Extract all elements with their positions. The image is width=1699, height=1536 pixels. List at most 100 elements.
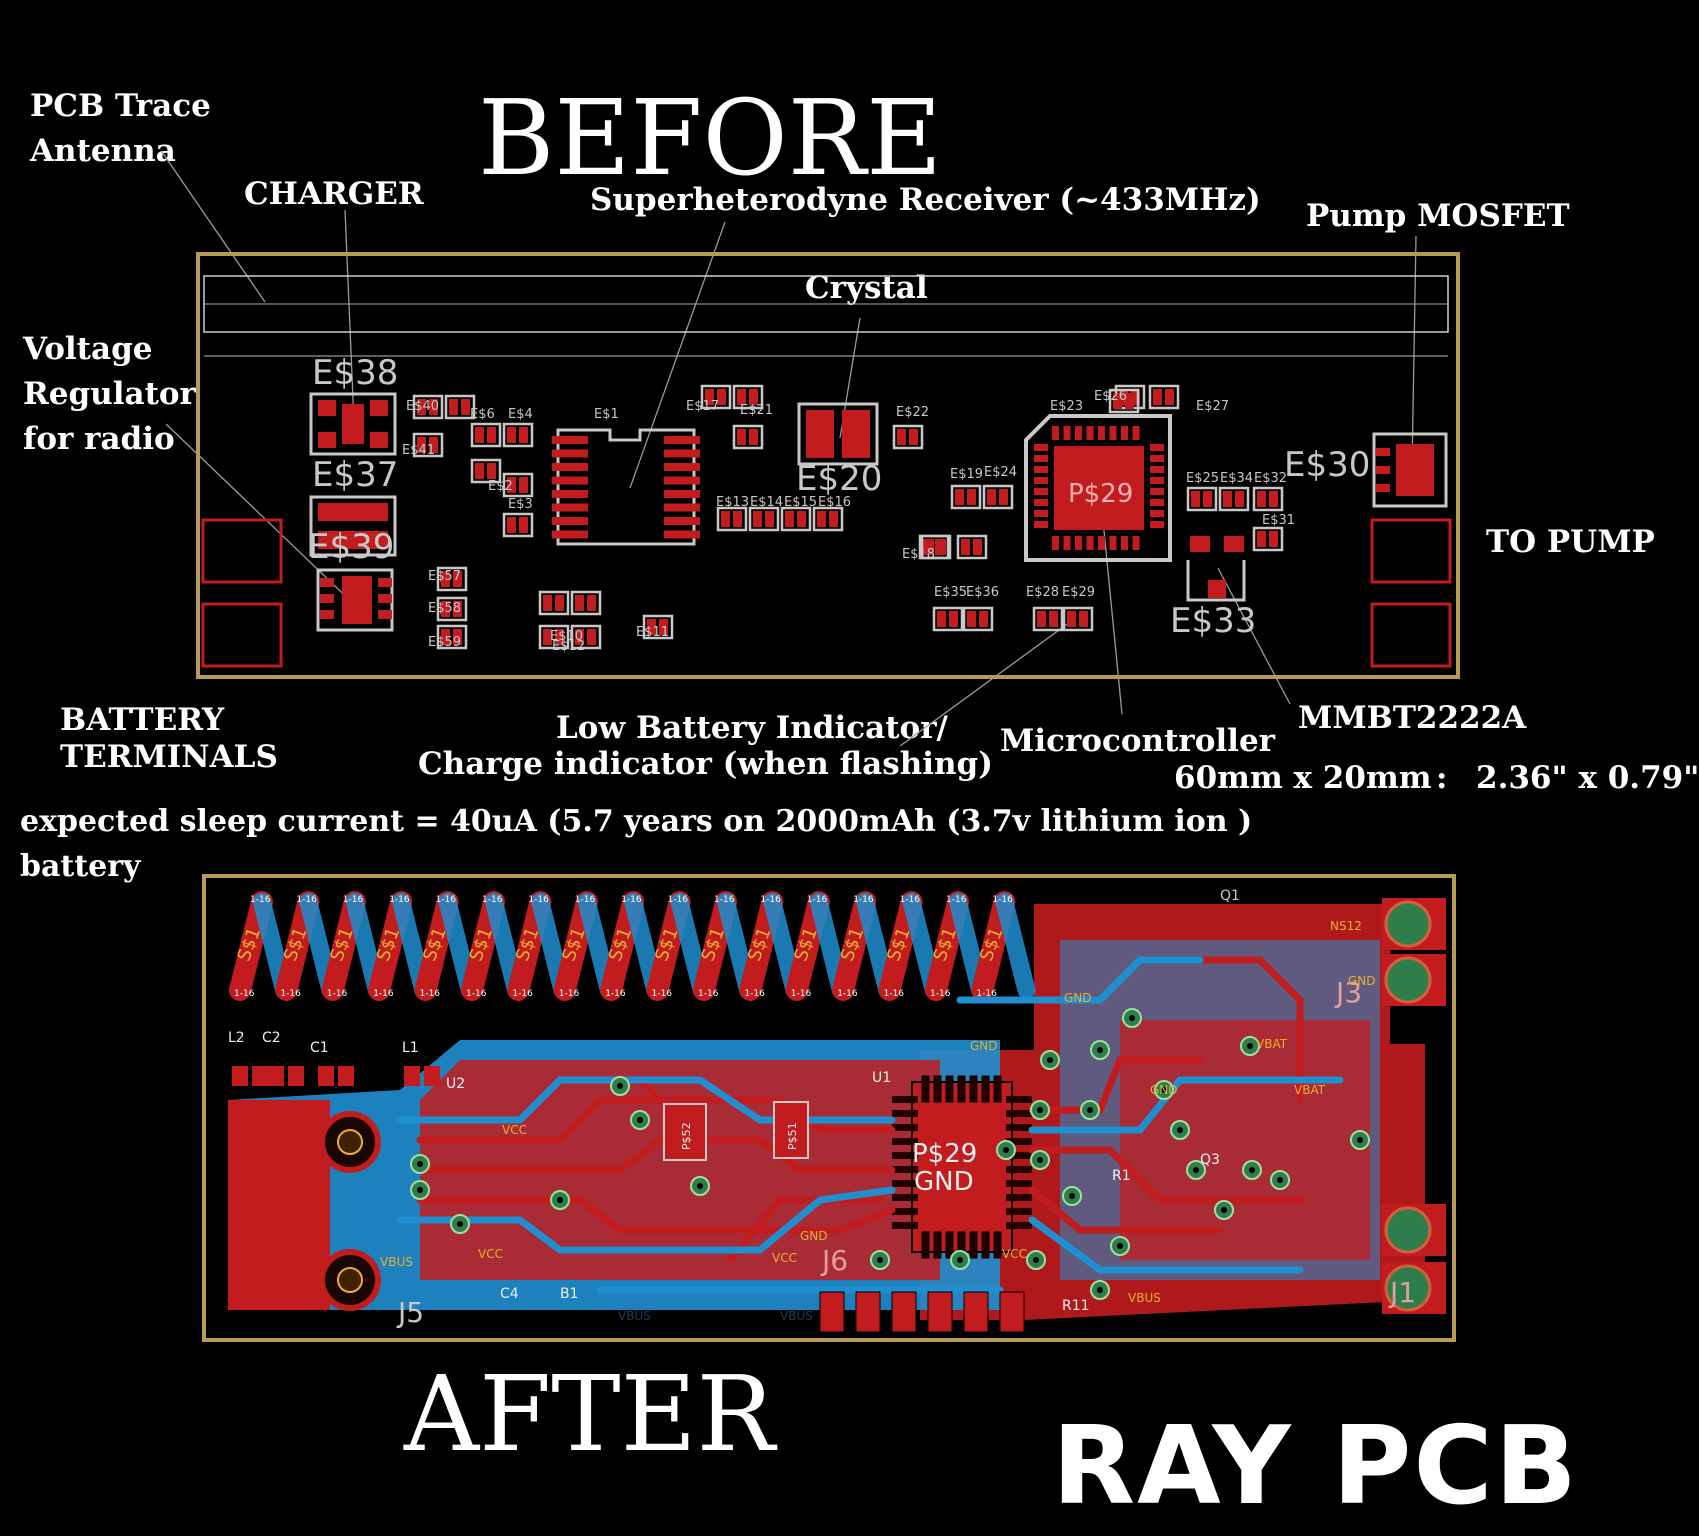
coil-turn-12: S$11-161-16 (785, 891, 850, 1001)
coil-pad-bottom-0: 1-16 (234, 989, 255, 999)
passive-25 (1252, 526, 1284, 552)
label-es13: E$13 (716, 495, 749, 510)
microcontroller-ic (1024, 414, 1172, 562)
label-es30: E$30 (1284, 445, 1370, 485)
after-mcu (892, 1075, 1032, 1259)
coil-turn-13: S$1 1-16 1-16 (832, 891, 897, 1001)
leader-charger (344, 209, 355, 424)
label-es36: E$36 (966, 585, 999, 600)
label-es21: E$21 (740, 403, 773, 418)
leader-antenna (161, 151, 266, 303)
coil-turn-5: S$11-161-16 (461, 891, 525, 1001)
sleep-current-line1: expected sleep current = 40uA (5.7 years… (20, 804, 1253, 839)
via-20 (550, 1190, 570, 1210)
coil-pad-bottom-12: 1-16 (791, 989, 812, 999)
label-es22: E$22 (896, 405, 929, 420)
regulator-ic (316, 568, 394, 632)
regulator-label-line1: Voltage (23, 331, 153, 367)
passive-2 (412, 432, 444, 458)
after-label-gnd-4: GND (800, 1229, 828, 1243)
via-7 (1240, 1036, 1260, 1056)
passive-11 (716, 506, 748, 532)
passive-29 (1062, 606, 1094, 632)
label-es1: E$1 (594, 407, 619, 422)
coil-label-13: S$1 (837, 925, 868, 964)
coil-pad-top-3: 1-16 (389, 895, 410, 905)
header-pin-0 (819, 1291, 845, 1333)
via-5 (1062, 1186, 1082, 1206)
after-label-vcc-1: VCC (502, 1123, 527, 1137)
coil-turn-1: S$11-161-16 (275, 891, 340, 1001)
coil-turn-3: S$11-161-16 (368, 891, 433, 1001)
coil-label-14: S$1 (883, 925, 914, 964)
passive-17 (1148, 384, 1180, 410)
trace-top-8 (1176, 956, 1304, 1104)
trace-top-5 (1028, 1186, 1224, 1234)
passive-32 (538, 624, 570, 650)
label-es23: E$23 (1050, 399, 1083, 414)
regulator-label-line2: Regulator (23, 376, 196, 412)
label-es28: E$28 (1026, 585, 1059, 600)
crystal-component (797, 402, 879, 466)
trace-top-1 (416, 1136, 896, 1174)
dimensions-metric: 60mm x 20mm (1174, 760, 1432, 796)
passive-19 (950, 484, 982, 510)
via-17 (1026, 1250, 1046, 1270)
coil-turn-0: S$11-161-16 (229, 891, 293, 1001)
charger-label: CHARGER (244, 176, 424, 212)
coil-label-0: S$1 (234, 925, 265, 964)
receiver-ic (552, 428, 700, 546)
coil-pad-bottom-13: 1-16 (837, 989, 858, 999)
passive-10 (732, 424, 764, 450)
via-22 (410, 1180, 430, 1200)
passive-3 (470, 422, 502, 448)
label-es10: E$10 (550, 629, 583, 644)
coil-pad-bottom-15: 1-16 (930, 989, 951, 999)
label-es19: E$19 (950, 467, 983, 482)
passive-23 (1218, 486, 1250, 512)
battery-terminals-line2: TERMINALS (60, 739, 278, 775)
passive-20 (982, 484, 1014, 510)
pump-pad-1 (1370, 518, 1452, 584)
after-label-r1: R1 (1112, 1168, 1131, 1184)
passive-30 (538, 590, 570, 616)
passive-27 (962, 606, 994, 632)
coil-label-4: S$1 (419, 925, 450, 964)
label-es6: E$6 (470, 407, 495, 422)
pump-mosfet-ic (1372, 432, 1448, 508)
after-label-u2: U2 (446, 1076, 465, 1092)
via-16 (950, 1250, 970, 1270)
coil-pad-top-11: 1-16 (760, 895, 781, 905)
before-title: BEFORE (478, 77, 942, 199)
via-3 (1040, 1050, 1060, 1070)
after-label-gnd-5: GND (1348, 974, 1376, 988)
coil-pad-top-8: 1-16 (621, 895, 642, 905)
label-es29: E$29 (1062, 585, 1095, 600)
coil-pad-top-13: 1-16 (853, 895, 874, 905)
passive-37 (436, 624, 468, 650)
trace-bottom-3 (1028, 1216, 1304, 1274)
passive-13 (780, 506, 812, 532)
dimensions-separator: : (1436, 760, 1448, 796)
coil-turn-4: S$11-161-16 (414, 891, 479, 1001)
label-es25: E$25 (1186, 471, 1219, 486)
after-label-gnd-2: GND (1064, 991, 1092, 1005)
coil-pad-top-16: 1-16 (992, 895, 1013, 905)
trace-top-7 (726, 1196, 884, 1264)
passive-28 (1032, 606, 1064, 632)
coil-pad-top-9: 1-16 (668, 895, 689, 905)
passive-26 (932, 606, 964, 632)
via-27 (1270, 1170, 1290, 1190)
low-battery-line1: Low Battery Indicator/ (556, 710, 948, 746)
coil-label-15: S$1 (930, 925, 961, 964)
label-es31: E$31 (1262, 513, 1295, 528)
via-1 (1090, 1040, 1110, 1060)
pump-mosfet-label: Pump MOSFET (1306, 198, 1570, 234)
coil-label-7: S$1 (558, 925, 589, 964)
label-es14: E$14 (750, 495, 783, 510)
to-pump-label: TO PUMP (1486, 524, 1655, 560)
coil-turn-2: S$11-161-16 (321, 891, 386, 1001)
coil-pad-bottom-8: 1-16 (605, 989, 626, 999)
label-es37: E$37 (312, 455, 398, 495)
